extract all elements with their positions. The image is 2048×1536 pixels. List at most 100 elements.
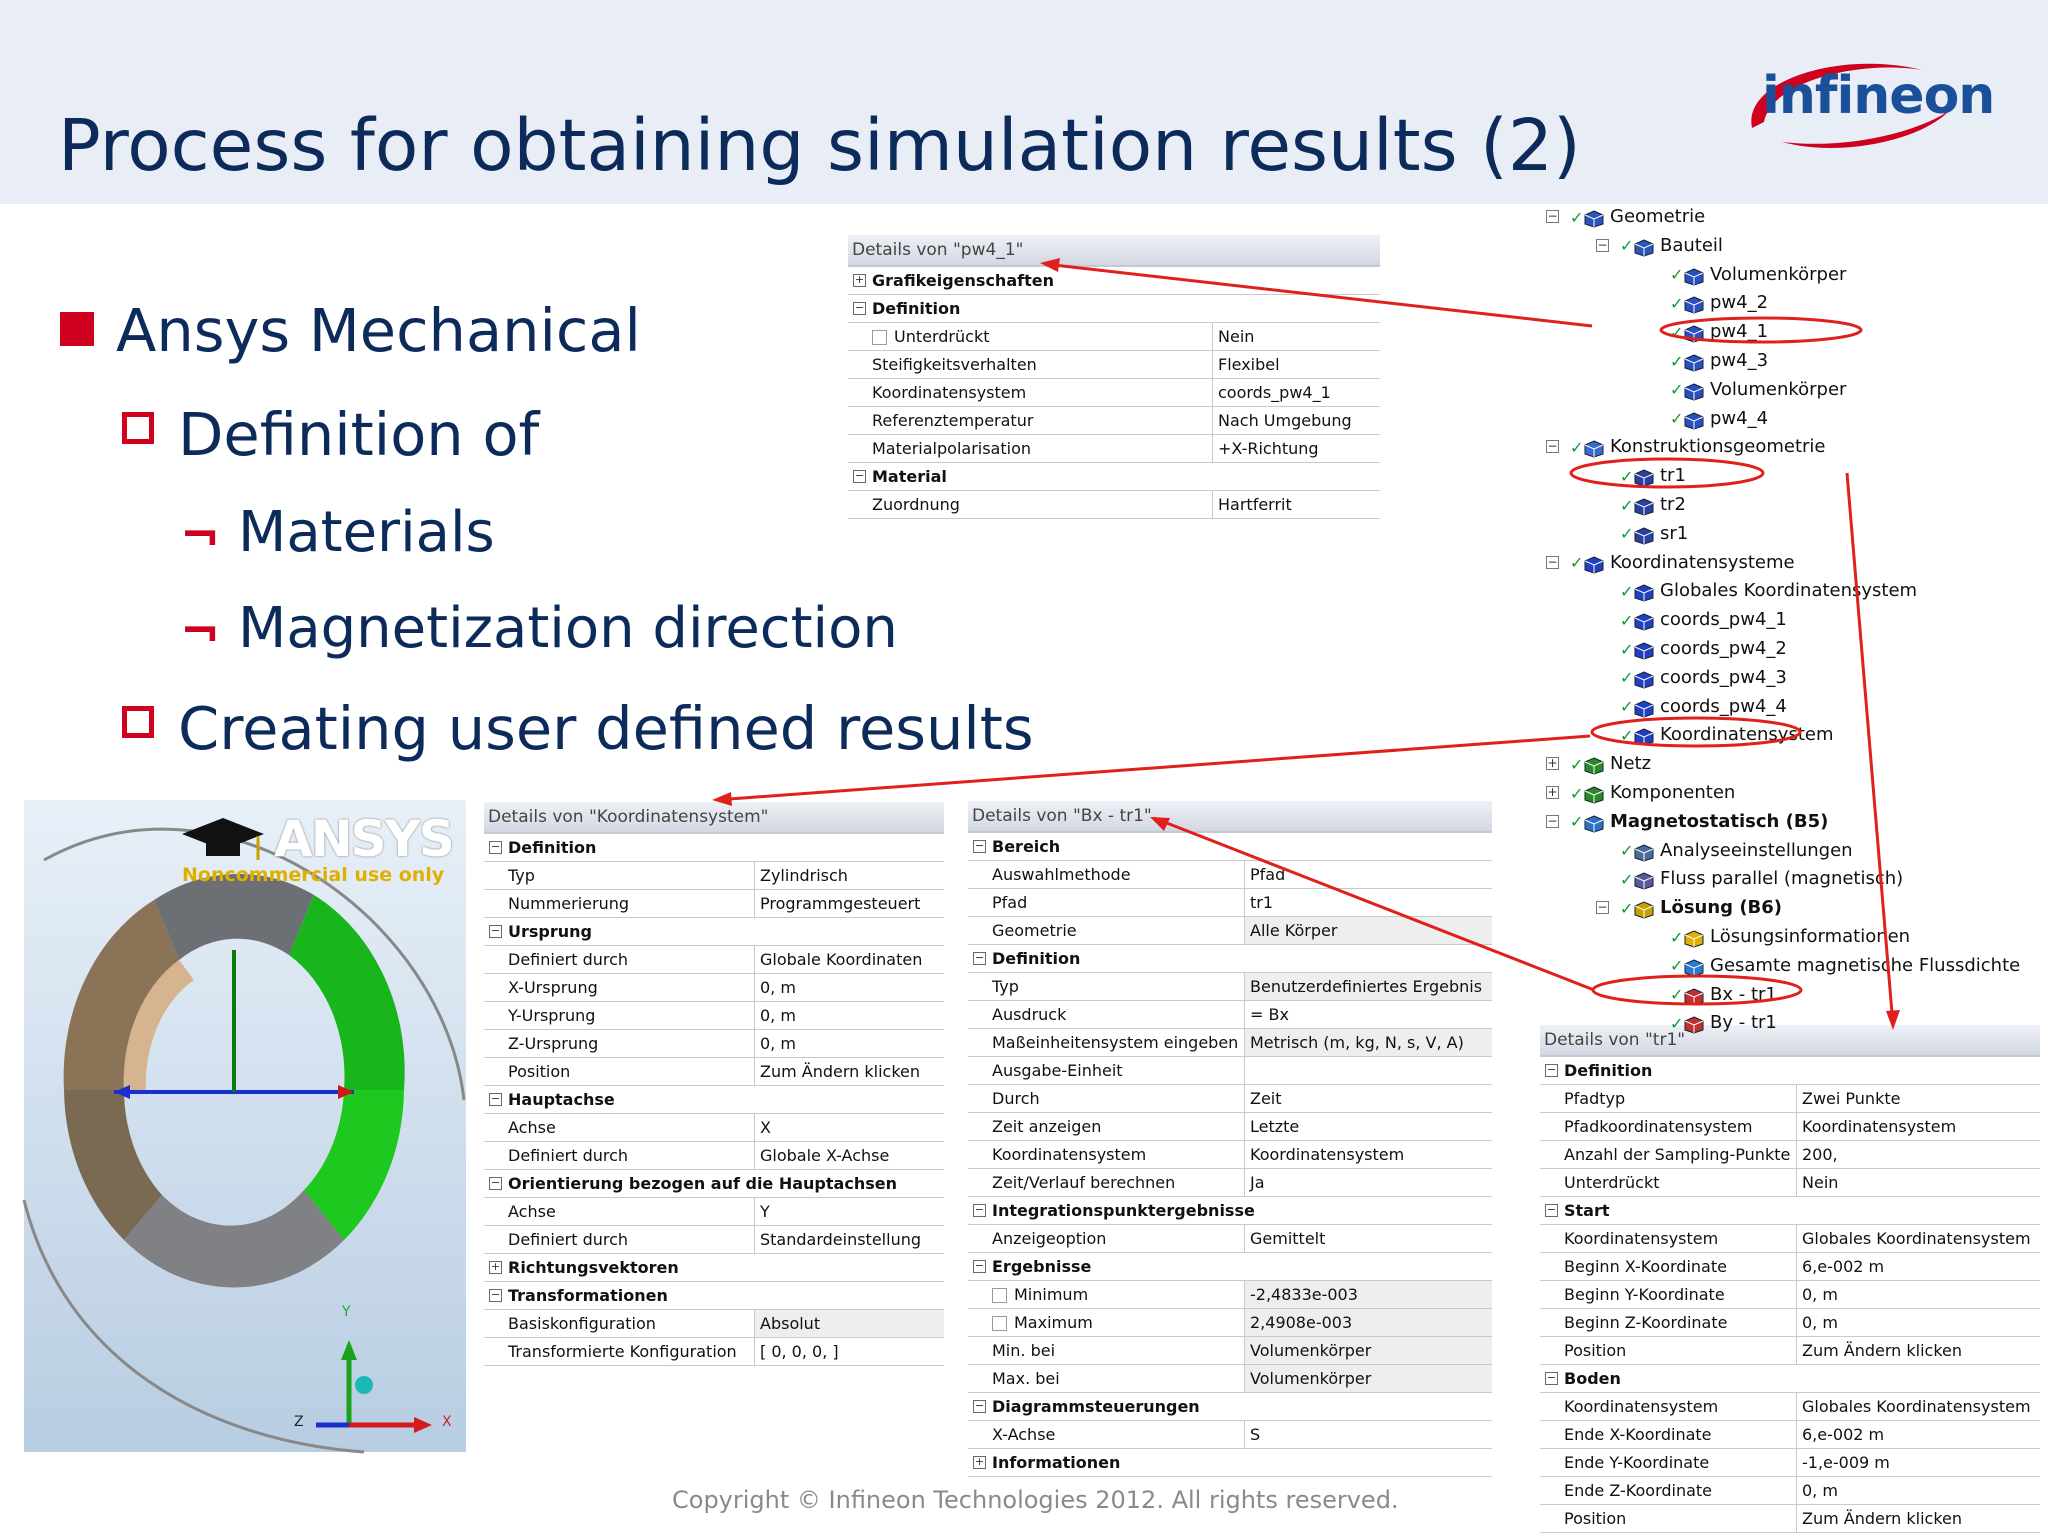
- property-value[interactable]: Zum Ändern klicken: [760, 1062, 921, 1081]
- tree-node[interactable]: ✓Volumenkörper: [1670, 375, 1846, 404]
- project-tree[interactable]: −✓Geometrie−✓Bauteil✓Volumenkörper✓pw4_2…: [1536, 200, 2048, 1034]
- tree-collapse-icon[interactable]: −: [1546, 439, 1559, 454]
- tree-node[interactable]: ✓Globales Koordinatensystem: [1620, 576, 1917, 605]
- tree-node[interactable]: ✓Bauteil: [1620, 231, 1723, 260]
- property-value[interactable]: tr1: [1250, 893, 1274, 912]
- panel-section-header[interactable]: −Material: [848, 463, 1380, 491]
- panel-section-header[interactable]: −Definition: [484, 834, 944, 862]
- property-value[interactable]: 0, m: [1802, 1285, 1838, 1304]
- tree-node[interactable]: ✓By - tr1: [1670, 1008, 1777, 1037]
- panel-section-header[interactable]: −Bereich: [968, 833, 1492, 861]
- panel-section-header[interactable]: −Integrationspunktergebnisse: [968, 1197, 1492, 1225]
- tree-node[interactable]: ✓Bx - tr1: [1670, 980, 1777, 1009]
- tree-node[interactable]: ✓Magnetostatisch (B5): [1570, 807, 1828, 836]
- panel-section-header[interactable]: −Orientierung bezogen auf die Hauptachse…: [484, 1170, 944, 1198]
- collapse-icon[interactable]: −: [973, 1399, 986, 1413]
- property-value[interactable]: 0, m: [1802, 1313, 1838, 1332]
- property-value[interactable]: -2,4833e-003: [1245, 1281, 1492, 1308]
- tree-node[interactable]: ✓Lösung (B6): [1620, 893, 1782, 922]
- property-value[interactable]: +X-Richtung: [1218, 439, 1319, 458]
- property-value[interactable]: 6,e-002 m: [1802, 1425, 1885, 1444]
- collapse-icon[interactable]: −: [973, 1203, 986, 1217]
- panel-section-header[interactable]: +Richtungsvektoren: [484, 1254, 944, 1282]
- checkbox[interactable]: [992, 1316, 1007, 1331]
- panel-section-header[interactable]: −Boden: [1540, 1365, 2040, 1393]
- collapse-icon[interactable]: −: [1545, 1203, 1558, 1217]
- details-panel-pw4-1[interactable]: Details von "pw4_1"+Grafikeigenschaften−…: [848, 235, 1380, 519]
- tree-node[interactable]: ✓pw4_3: [1670, 346, 1768, 375]
- property-value[interactable]: 0, m: [1802, 1481, 1838, 1500]
- property-value[interactable]: Y: [760, 1202, 770, 1221]
- tree-expand-icon[interactable]: +: [1546, 756, 1559, 771]
- collapse-icon[interactable]: −: [853, 469, 866, 483]
- collapse-icon[interactable]: −: [489, 840, 502, 854]
- tree-collapse-icon[interactable]: −: [1596, 237, 1609, 252]
- collapse-icon[interactable]: −: [489, 924, 502, 938]
- property-value[interactable]: Globale Koordinaten: [760, 950, 923, 969]
- tree-node[interactable]: ✓tr1: [1620, 461, 1686, 490]
- property-value[interactable]: Metrisch (m, kg, N, s, V, A): [1245, 1029, 1492, 1056]
- tree-node[interactable]: ✓Geometrie: [1570, 202, 1705, 231]
- property-value[interactable]: -1,e-009 m: [1802, 1453, 1890, 1472]
- property-row[interactable]: Ende Y-Koordinate-1,e-009 m: [1540, 1449, 2040, 1477]
- panel-section-header[interactable]: +Grafikeigenschaften: [848, 267, 1380, 295]
- tree-node[interactable]: ✓Gesamte magnetische Flussdichte: [1670, 951, 2020, 980]
- collapse-icon[interactable]: −: [1545, 1063, 1558, 1077]
- property-value[interactable]: Zwei Punkte: [1802, 1089, 1901, 1108]
- property-value[interactable]: Koordinatensystem: [1250, 1145, 1405, 1164]
- property-value[interactable]: Hartferrit: [1218, 495, 1292, 514]
- tree-node[interactable]: ✓coords_pw4_4: [1620, 692, 1787, 721]
- tree-node[interactable]: ✓Koordinatensystem: [1620, 720, 1834, 749]
- collapse-icon[interactable]: −: [853, 301, 866, 315]
- tree-node[interactable]: ✓coords_pw4_3: [1620, 663, 1787, 692]
- tree-node[interactable]: ✓sr1: [1620, 519, 1688, 548]
- tree-node[interactable]: ✓Lösungsinformationen: [1670, 922, 1910, 951]
- property-value[interactable]: Volumenkörper: [1245, 1337, 1492, 1364]
- property-value[interactable]: Globale X-Achse: [760, 1146, 890, 1165]
- property-value[interactable]: Nein: [1218, 327, 1255, 346]
- panel-section-header[interactable]: −Definition: [1540, 1057, 2040, 1085]
- tree-node[interactable]: ✓Konstruktionsgeometrie: [1570, 432, 1826, 461]
- ansys-3d-viewport[interactable]: ANSYS Noncommercial use only Y X Z: [22, 800, 466, 1454]
- property-value[interactable]: Zylindrisch: [760, 866, 848, 885]
- property-value[interactable]: Alle Körper: [1245, 917, 1492, 944]
- tree-node[interactable]: ✓Analyseeinstellungen: [1620, 836, 1853, 865]
- panel-section-header[interactable]: −Start: [1540, 1197, 2040, 1225]
- property-value[interactable]: Zum Ändern klicken: [1802, 1341, 1963, 1360]
- collapse-icon[interactable]: −: [1545, 1371, 1558, 1385]
- property-value[interactable]: Zum Ändern klicken: [1802, 1509, 1963, 1528]
- property-value[interactable]: Nach Umgebung: [1218, 411, 1352, 430]
- property-value[interactable]: Globales Koordinatensystem: [1802, 1397, 2031, 1416]
